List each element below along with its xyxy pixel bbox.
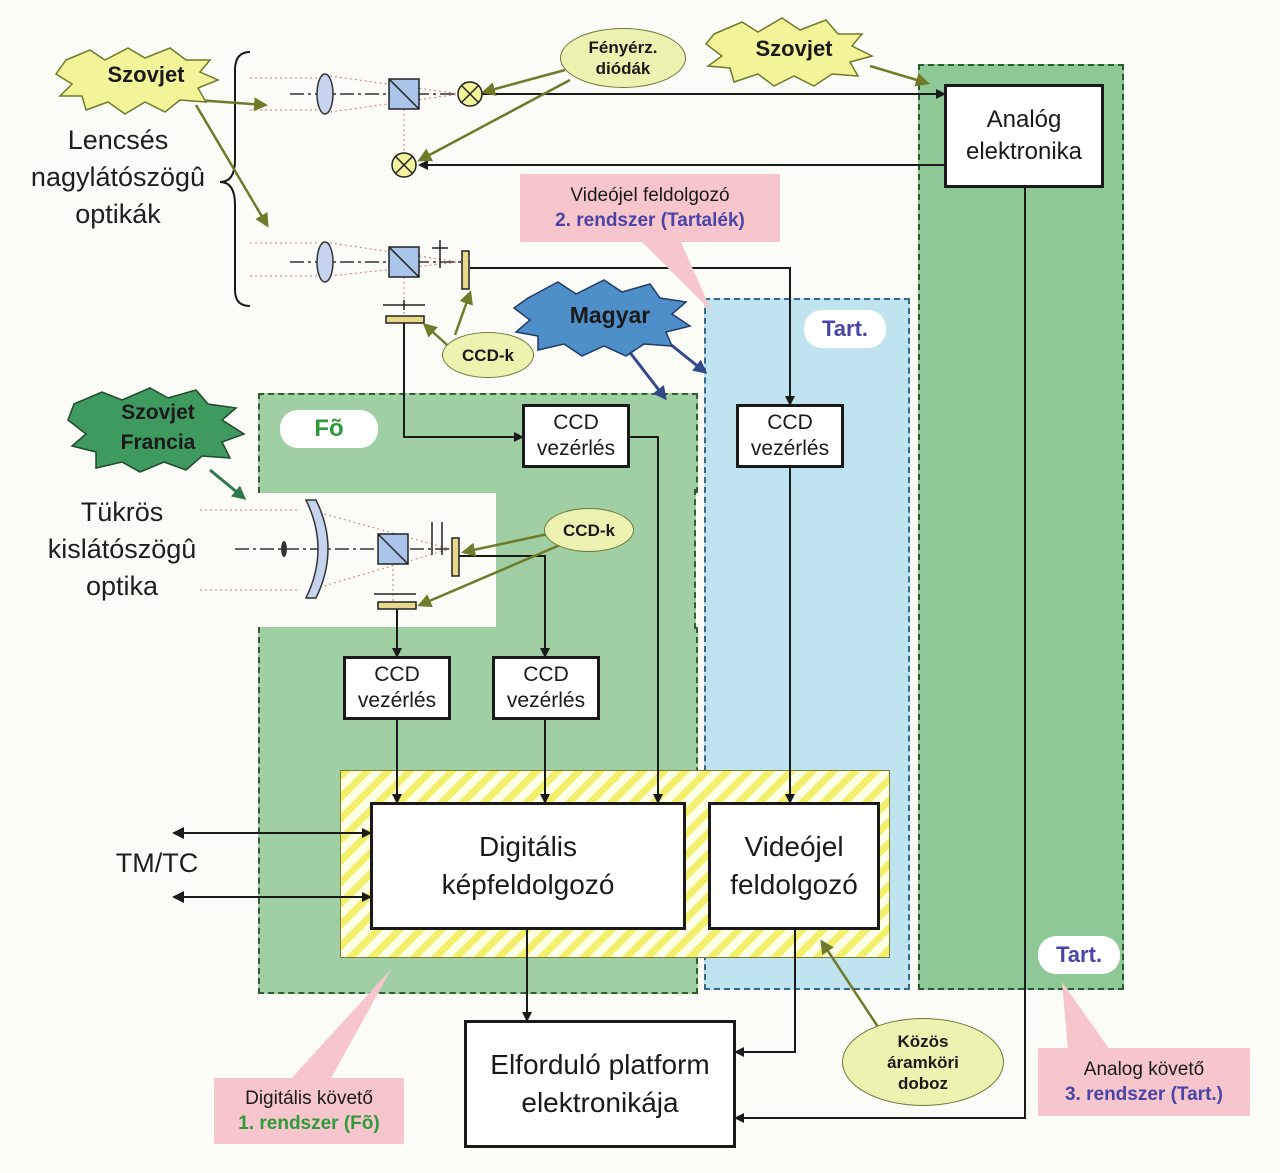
origin-label-soviet-left: Szovjet: [107, 62, 185, 87]
ccd-control-main-left: CCD vezérlés: [343, 656, 451, 720]
video-system-callout: Videójel feldolgozó 2. rendszer (Tartalé…: [520, 174, 780, 242]
ccds-annotation-top: CCD-k: [442, 332, 534, 378]
tmtc-label: TM/TC: [115, 848, 199, 878]
ccd-control-main-upper: CCD vezérlés: [522, 404, 630, 468]
video-signal-processor-block: Videójel feldolgozó: [708, 802, 880, 930]
origin-label-soviet-french: Szovjet Francia: [120, 401, 196, 454]
star-soviet-french: [67, 387, 246, 473]
ccd-control-main-right: CCD vezérlés: [492, 656, 600, 720]
wide-angle-optics-label: Lencsés nagylátószögû optikák: [30, 125, 206, 229]
origin-label-soviet-right: Szovjet: [755, 36, 833, 61]
digital-tracker-callout: Digitális követő 1. rendszer (Fõ): [214, 1078, 404, 1144]
star-soviet-left: [54, 47, 220, 115]
ccd-chip-3: [451, 537, 460, 577]
origin-label-hungarian: Magyar: [569, 302, 651, 328]
rotating-platform-electronics-block: Elforduló platform elektronikája: [464, 1020, 736, 1148]
backup-video-tag: Tart.: [804, 310, 886, 348]
optics-brace: [219, 51, 251, 307]
main-system-tag: Fõ: [280, 410, 378, 448]
secondary-mirror: [281, 541, 287, 557]
lens-upper: [316, 73, 334, 115]
analog-tracker-callout: Analog követő 3. rendszer (Tart.): [1038, 1048, 1250, 1116]
primary-mirror: [304, 499, 329, 599]
narrow-angle-optics-label: Tükrös kislátószögû optika: [47, 497, 197, 601]
ccd-chip-1: [461, 250, 470, 290]
star-hungarian: [512, 279, 692, 357]
common-circuit-box-annotation: Közös áramköri doboz: [842, 1018, 1004, 1106]
ccd-chip-2: [385, 315, 425, 324]
star-soviet-right: [704, 17, 875, 87]
backup-analog-tag: Tart.: [1038, 936, 1120, 974]
ccds-annotation-mid: CCD-k: [544, 508, 634, 552]
lens-lower: [316, 241, 334, 283]
digital-image-processor-block: Digitális képfeldolgozó: [370, 802, 686, 930]
ccd-control-backup: CCD vezérlés: [736, 404, 844, 468]
photodiodes-annotation: Fényérz. diódák: [560, 28, 686, 88]
ccd-chip-4: [377, 601, 417, 610]
backup-analog-region: [918, 64, 1124, 990]
analog-electronics-block: Analóg elektronika: [944, 84, 1104, 188]
